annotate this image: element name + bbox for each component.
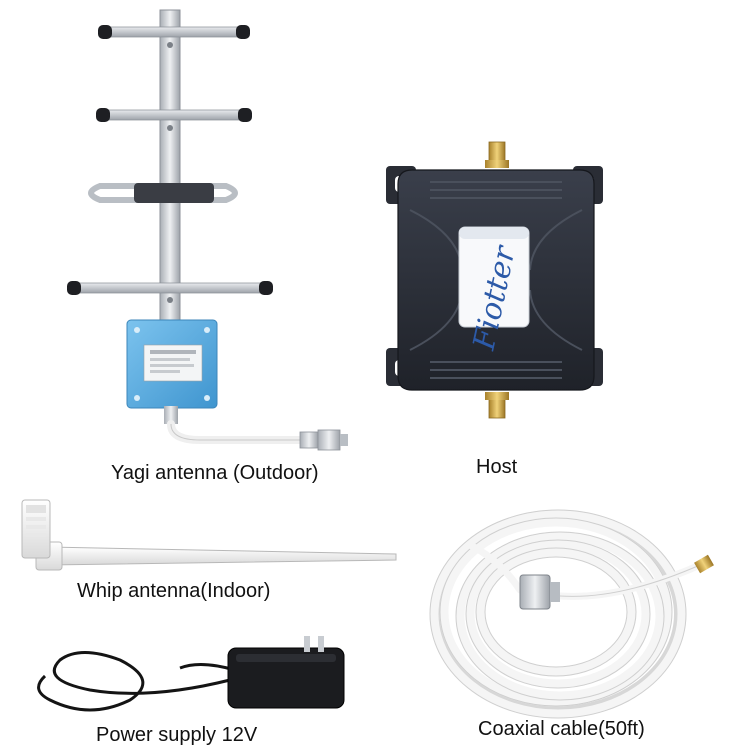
coax-sma-connector-icon <box>694 554 714 574</box>
caption-coaxial-cable: Coaxial cable(50ft) <box>478 718 645 740</box>
coaxial-cable-icon <box>429 509 704 719</box>
signal-booster-host-icon <box>386 141 603 419</box>
caption-whip-antenna: Whip antenna(Indoor) <box>77 580 271 602</box>
caption-host: Host <box>476 456 518 478</box>
caption-yagi-antenna: Yagi antenna (Outdoor) <box>111 462 319 484</box>
yagi-antenna-icon <box>67 9 348 451</box>
whip-antenna-icon <box>21 499 397 571</box>
caption-power-supply: Power supply 12V <box>96 724 258 746</box>
coax-n-connector-icon <box>519 574 560 610</box>
power-adapter-icon <box>37 636 345 712</box>
